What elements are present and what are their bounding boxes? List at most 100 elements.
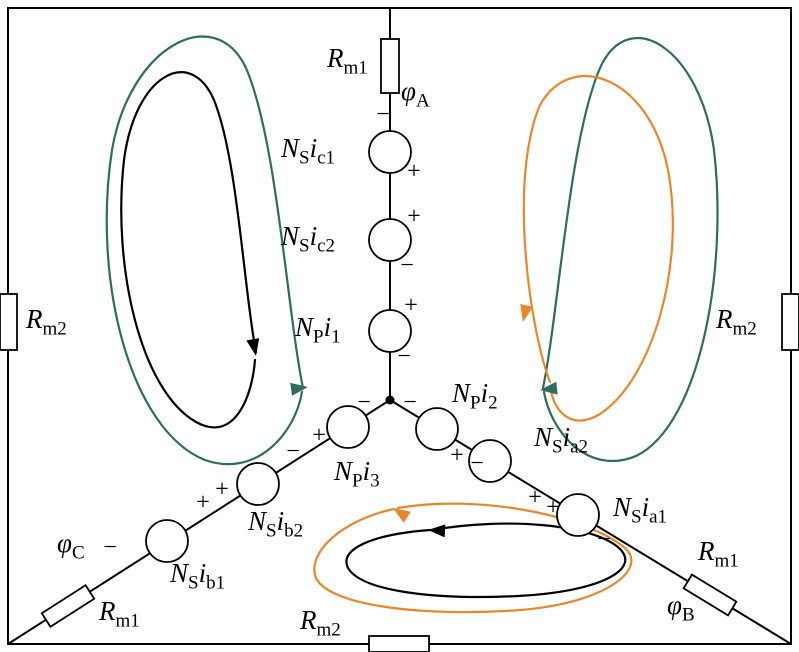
var: i (198, 558, 207, 588)
var: N (295, 312, 314, 342)
var: φ (401, 76, 416, 106)
flux-arrowhead-top-right-inner-icon (520, 304, 533, 322)
var: i (309, 221, 318, 251)
sub: c2 (317, 235, 336, 257)
flux-loop-top-right-outer (541, 37, 719, 463)
var: N (613, 492, 632, 522)
polarity-sign: + (312, 423, 326, 449)
polarity-sign: + (528, 485, 542, 511)
polarity-sign: − (597, 527, 611, 553)
flux-loop-top-left-outer (105, 35, 305, 466)
label-phi-b: φB (667, 592, 695, 625)
source-nsia2-circle (468, 439, 512, 483)
label-nsib1: NSib1 (170, 558, 225, 593)
source-nsia1-circle (556, 493, 600, 537)
sub: S (299, 147, 310, 169)
polarity-sign: + (546, 495, 560, 521)
var: i (309, 133, 318, 163)
polarity-sign: + (196, 490, 210, 516)
var: N (170, 558, 189, 588)
polarity-sign: − (286, 439, 300, 465)
flux-arrowhead-top-right-outer-icon (540, 381, 558, 395)
source-nsib2-circle (236, 462, 280, 506)
source-npi1-circle (368, 309, 412, 353)
flux-arrowhead-bottom-outer-icon (393, 508, 411, 523)
var: i (323, 312, 332, 342)
source-nsic2-circle (368, 218, 412, 262)
center-node-dot (385, 395, 395, 405)
reluctance-rm2-bottom (368, 635, 430, 652)
var: i (480, 378, 489, 408)
sub: m2 (732, 318, 757, 340)
reluctance-rm2-left (0, 293, 18, 351)
sub: S (188, 572, 199, 594)
sub: c1 (317, 147, 336, 169)
sub: P (313, 326, 324, 348)
label-nsic1: NSic1 (281, 133, 335, 168)
polarity-sign: − (470, 451, 484, 477)
sub: m2 (316, 619, 341, 641)
var: R (698, 536, 715, 566)
sub: 1 (331, 326, 341, 348)
polarity-sign: − (397, 344, 411, 370)
var: N (334, 456, 353, 486)
sub: m2 (42, 318, 67, 340)
reluctance-rm1-top (380, 38, 400, 94)
label-rm1-right: Rm1 (698, 536, 739, 571)
sub: B (681, 604, 695, 626)
sub: m1 (714, 550, 739, 572)
label-phi-a: φA (401, 76, 430, 111)
label-nsib2: NSib2 (248, 508, 303, 541)
label-rm2-bottom: Rm2 (300, 607, 341, 640)
sub: 3 (370, 470, 380, 492)
var: N (534, 422, 553, 452)
label-rm2-right: Rm2 (716, 304, 757, 339)
var: i (362, 456, 371, 486)
sub: a1 (649, 506, 668, 528)
sub: C (71, 542, 85, 564)
label-rm1-left: Rm1 (99, 596, 140, 631)
label-nsia1: NSia1 (613, 492, 667, 527)
var: i (562, 422, 571, 452)
polarity-sign: − (103, 535, 117, 561)
sub: S (631, 506, 642, 528)
flux-loop-top-left-inner (120, 71, 258, 429)
polarity-sign: − (400, 253, 414, 279)
flux-loop-bottom-outer (313, 502, 633, 614)
var: R (26, 304, 43, 334)
polarity-sign: + (215, 477, 229, 503)
label-npi2: NPi2 (452, 378, 498, 413)
reluctance-rm1-left (40, 584, 96, 628)
var: R (327, 43, 344, 73)
sub: P (470, 392, 481, 414)
flux-arrowhead-top-left-outer-icon (290, 382, 308, 396)
sub: b2 (284, 520, 304, 542)
label-npi1: NPi1 (295, 312, 341, 347)
source-nsic1-circle (368, 130, 412, 174)
label-rm2-left: Rm2 (26, 304, 67, 339)
polarity-sign: + (407, 204, 421, 230)
sub: a2 (570, 436, 589, 458)
sub: S (299, 235, 310, 257)
var: i (641, 492, 650, 522)
reluctance-rm1-right (682, 573, 738, 617)
flux-loop-top-right-inner (522, 75, 674, 422)
sub: 2 (488, 392, 498, 414)
sub: P (352, 470, 363, 492)
label-phi-c: φC (57, 530, 85, 563)
polarity-sign: − (357, 390, 371, 416)
polarity-sign: + (404, 293, 418, 319)
reluctance-rm2-right (781, 293, 799, 351)
label-rm1-top: Rm1 (327, 43, 368, 78)
sub: m1 (115, 610, 140, 632)
sub: A (415, 90, 430, 112)
var: R (716, 304, 733, 334)
sub: S (552, 436, 563, 458)
var: N (281, 133, 300, 163)
source-npi2-circle (415, 407, 459, 451)
polarity-sign: + (450, 443, 464, 469)
polarity-sign: − (403, 390, 417, 416)
var: R (99, 596, 116, 626)
